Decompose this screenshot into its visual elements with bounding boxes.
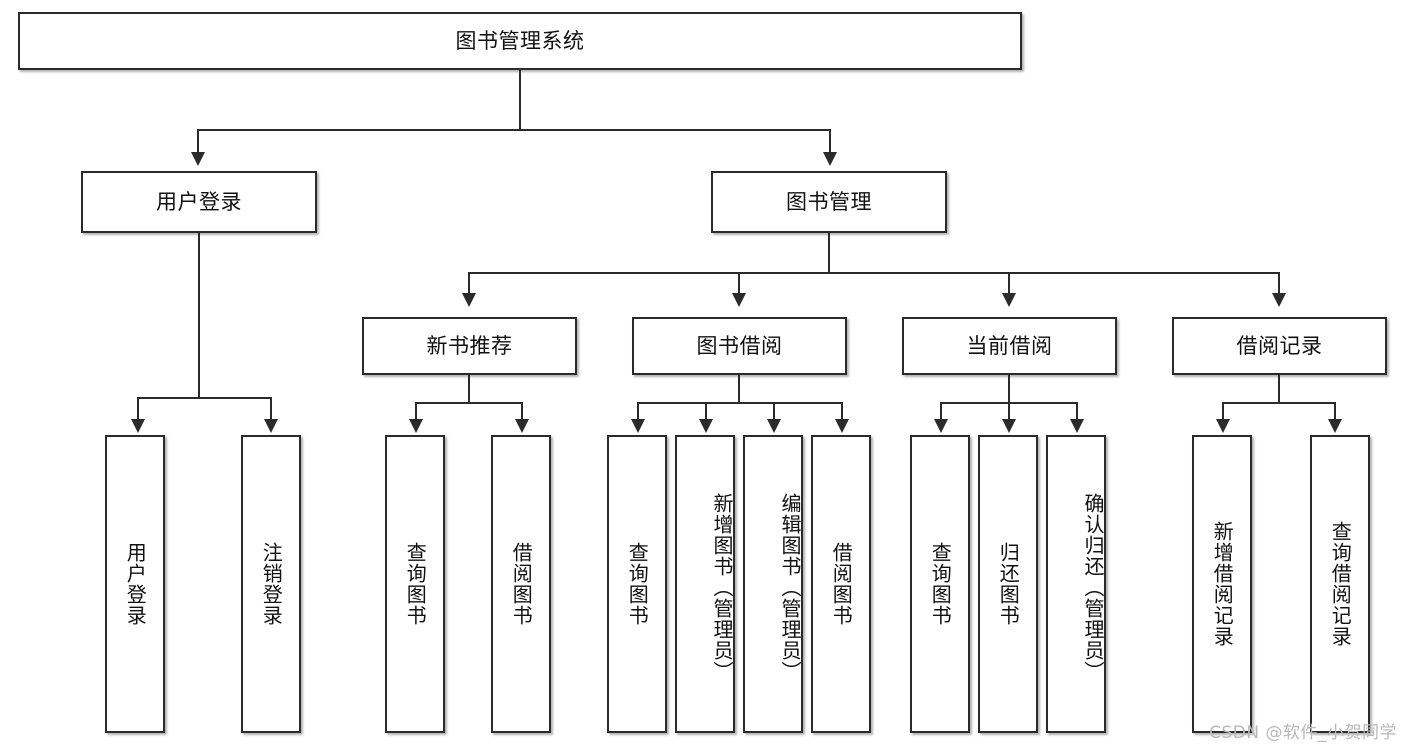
arrowhead-leaf-borrow-book-2 bbox=[835, 419, 849, 433]
node-leaf-add-record[interactable]: 新增借阅记录 bbox=[1192, 435, 1252, 733]
node-leaf-borrow-book-2[interactable]: 借阅图书 bbox=[811, 435, 871, 733]
node-borrow-record[interactable]: 借阅记录 bbox=[1172, 317, 1387, 375]
node-label: 注销登录 bbox=[259, 542, 284, 626]
node-label: 借阅图书 bbox=[509, 542, 534, 626]
connector-cb-drop-2 bbox=[1008, 402, 1010, 421]
arrowhead-leaf-add-book bbox=[699, 419, 713, 433]
connector-br-stem bbox=[1278, 375, 1280, 403]
connector-nbr-drop-2 bbox=[521, 402, 523, 421]
node-leaf-query-book-2[interactable]: 查询图书 bbox=[607, 435, 667, 733]
node-book-management-system[interactable]: 图书管理系统 bbox=[18, 12, 1022, 70]
connector-book-management-bus bbox=[468, 272, 1280, 274]
node-leaf-borrow-book-1[interactable]: 借阅图书 bbox=[491, 435, 551, 733]
arrowhead-leaf-confirm-return bbox=[1070, 419, 1084, 433]
connector-user-login-drop-1 bbox=[137, 397, 139, 421]
arrowhead-leaf-edit-book bbox=[767, 419, 781, 433]
node-leaf-logout-login[interactable]: 注销登录 bbox=[241, 435, 301, 733]
connector-br-bus bbox=[1222, 402, 1336, 404]
connector-bm-drop-3 bbox=[1008, 272, 1010, 295]
arrowhead-current-borrow bbox=[1002, 293, 1016, 307]
arrowhead-leaf-user-login bbox=[131, 419, 145, 433]
arrowhead-leaf-add-record bbox=[1216, 419, 1230, 433]
node-leaf-edit-book[interactable]: 编辑图书（管理员） bbox=[743, 435, 803, 733]
connector-user-login-stem bbox=[198, 233, 200, 398]
arrowhead-user-login bbox=[191, 152, 205, 166]
node-leaf-confirm-return[interactable]: 确认归还（管理员） bbox=[1046, 435, 1106, 733]
arrowhead-leaf-logout-login bbox=[264, 419, 278, 433]
node-book-borrow[interactable]: 图书借阅 bbox=[632, 317, 847, 375]
arrowhead-leaf-query-book-3 bbox=[934, 419, 948, 433]
node-label: 新书推荐 bbox=[426, 333, 513, 358]
arrowhead-leaf-borrow-book-1 bbox=[515, 419, 529, 433]
watermark-text: CSDN @软件_小贺同学 bbox=[1209, 723, 1397, 743]
connector-bb-stem bbox=[738, 375, 740, 403]
connector-br-drop-2 bbox=[1334, 402, 1336, 421]
node-label: 归还图书 bbox=[996, 542, 1021, 626]
arrowhead-book-management bbox=[823, 152, 837, 166]
connector-book-management-stem bbox=[828, 233, 830, 273]
node-label: 当前借阅 bbox=[966, 333, 1053, 358]
connector-user-login-bus bbox=[137, 397, 272, 399]
node-label: 借阅记录 bbox=[1236, 333, 1323, 358]
connector-bb-drop-3 bbox=[773, 402, 775, 421]
connector-bb-drop-4 bbox=[841, 402, 843, 421]
node-new-book-recommend[interactable]: 新书推荐 bbox=[362, 317, 577, 375]
connector-root-to-book-management bbox=[829, 129, 831, 156]
node-leaf-query-record[interactable]: 查询借阅记录 bbox=[1310, 435, 1370, 733]
connector-bb-bus bbox=[637, 402, 843, 404]
arrowhead-new-book-recommend bbox=[462, 293, 476, 307]
arrowhead-leaf-query-book-1 bbox=[409, 419, 423, 433]
node-label: 图书借阅 bbox=[696, 333, 783, 358]
connector-nbr-stem bbox=[468, 375, 470, 403]
arrowhead-book-borrow bbox=[732, 293, 746, 307]
node-label: 查询图书 bbox=[928, 542, 953, 626]
node-book-management[interactable]: 图书管理 bbox=[711, 171, 947, 233]
connector-cb-drop-3 bbox=[1076, 402, 1078, 421]
connector-root-to-user-login bbox=[197, 129, 199, 156]
node-current-borrow[interactable]: 当前借阅 bbox=[902, 317, 1117, 375]
connector-br-drop-1 bbox=[1222, 402, 1224, 421]
connector-bm-drop-2 bbox=[738, 272, 740, 295]
node-label: 查询图书 bbox=[625, 542, 650, 626]
node-label: 用户登录 bbox=[156, 189, 242, 214]
node-label: 图书管理 bbox=[786, 189, 872, 214]
arrowhead-borrow-record bbox=[1272, 293, 1286, 307]
connector-cb-stem bbox=[1008, 375, 1010, 403]
connector-cb-drop-1 bbox=[940, 402, 942, 421]
connector-bm-drop-4 bbox=[1278, 272, 1280, 295]
node-label: 查询图书 bbox=[403, 542, 428, 626]
node-leaf-query-book-1[interactable]: 查询图书 bbox=[385, 435, 445, 733]
arrowhead-leaf-return-book bbox=[1002, 419, 1016, 433]
node-label: 查询借阅记录 bbox=[1328, 521, 1353, 647]
connector-nbr-bus bbox=[415, 402, 523, 404]
connector-bb-drop-1 bbox=[637, 402, 639, 421]
node-leaf-query-book-3[interactable]: 查询图书 bbox=[910, 435, 970, 733]
node-label: 确认归还（管理员） bbox=[1081, 492, 1105, 682]
connector-nbr-drop-1 bbox=[415, 402, 417, 421]
connector-root-stem bbox=[519, 70, 521, 130]
node-leaf-return-book[interactable]: 归还图书 bbox=[978, 435, 1038, 733]
connector-bb-drop-2 bbox=[705, 402, 707, 421]
arrowhead-leaf-query-book-2 bbox=[631, 419, 645, 433]
connector-root-bus bbox=[197, 129, 831, 131]
node-user-login[interactable]: 用户登录 bbox=[81, 171, 317, 233]
node-label: 用户登录 bbox=[123, 542, 148, 626]
connector-bm-drop-1 bbox=[468, 272, 470, 295]
connector-user-login-drop-2 bbox=[270, 397, 272, 421]
arrowhead-leaf-query-record bbox=[1328, 419, 1342, 433]
node-label: 借阅图书 bbox=[829, 542, 854, 626]
node-label: 新增图书（管理员） bbox=[710, 492, 734, 682]
node-leaf-add-book[interactable]: 新增图书（管理员） bbox=[675, 435, 735, 733]
node-leaf-user-login[interactable]: 用户登录 bbox=[105, 435, 165, 733]
node-label: 新增借阅记录 bbox=[1210, 521, 1235, 647]
node-label: 编辑图书（管理员） bbox=[778, 492, 802, 682]
node-label: 图书管理系统 bbox=[455, 28, 585, 53]
